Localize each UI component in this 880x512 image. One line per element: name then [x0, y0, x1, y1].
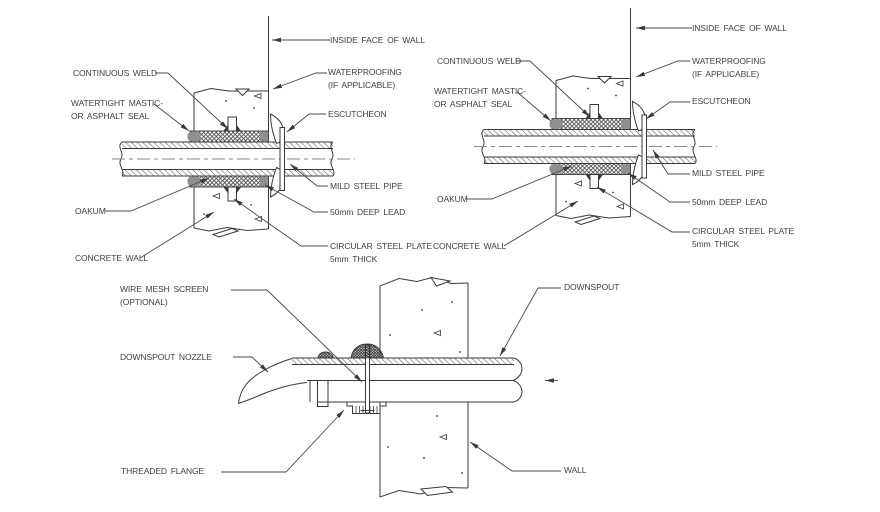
wall-top-break — [379, 276, 469, 287]
leader-wire-mesh-screen — [231, 289, 363, 383]
nozzle-shape — [237, 358, 308, 405]
label-mild-steel-pipe-right: MILD STEEL PIPE — [692, 168, 765, 178]
label-inside-face-right: INSIDE FACE OF WALL — [692, 23, 787, 33]
downspout-hatch-band — [292, 358, 514, 365]
leader-concrete-wall-right — [503, 200, 579, 247]
leader-escutcheon-left — [286, 113, 326, 133]
wall-edges — [379, 283, 469, 497]
leader-waterproofing-left — [272, 72, 327, 90]
leader-oakum-left — [105, 177, 210, 212]
downspout-outline — [292, 357, 514, 403]
leader-continuous-weld-left — [155, 72, 229, 130]
wire-mesh-screen-shape — [350, 343, 385, 359]
label-watertight-mastic-left: WATERTIGHT MASTIC- OR ASPHALT SEAL — [71, 98, 163, 121]
leader-circular-plate-right — [596, 186, 690, 233]
leader-watertight-mastic-left — [153, 103, 190, 132]
aggregate-dot — [459, 351, 461, 353]
aggregate-dot — [421, 309, 423, 311]
leader-mild-steel-pipe-right — [652, 149, 690, 175]
aggregate-dot — [423, 457, 425, 459]
flange-thread-ticks — [355, 406, 378, 414]
aggregate-dot — [436, 415, 438, 417]
threaded-flange-shape — [346, 402, 387, 414]
leader-concrete-wall-left — [139, 211, 215, 259]
leader-circular-plate-left — [233, 198, 328, 247]
collar-ring — [317, 401, 329, 407]
leader-waterproofing-right — [635, 60, 690, 78]
label-oakum-left: OAKUM — [75, 206, 106, 216]
label-waterproofing-left: WATERPROOFING (IF APPLICABLE) — [328, 67, 402, 90]
aggregate-dot — [451, 301, 453, 303]
leader-continuous-weld-right — [516, 60, 591, 118]
downspout-detail — [237, 276, 523, 498]
leader-deep-lead-right — [627, 172, 690, 203]
label-deep-lead-right: 50mm DEEP LEAD — [692, 197, 768, 207]
label-waterproofing-right: WATERPROOFING (IF APPLICABLE) — [692, 56, 766, 79]
label-mild-steel-pipe-left: MILD STEEL PIPE — [330, 181, 403, 191]
label-escutcheon-left: ESCUTCHEON — [328, 109, 387, 119]
leader-watertight-mastic-right — [516, 91, 552, 122]
label-threaded-flange: THREADED FLANGE — [121, 466, 205, 476]
label-oakum-right: OAKUM — [437, 194, 468, 204]
label-escutcheon-right: ESCUTCHEON — [692, 96, 751, 106]
label-wall: WALL — [564, 465, 587, 475]
wall-break-notch — [429, 276, 452, 287]
label-continuous-weld-left: CONTINUOUS WELD — [73, 68, 158, 78]
label-downspout-nozzle: DOWNSPOUT NOZZLE — [120, 352, 212, 362]
aggregate-triangle — [432, 329, 441, 337]
leader-wall — [469, 441, 561, 472]
screen-clamp — [317, 351, 335, 359]
wall-bottom-break — [379, 486, 469, 498]
label-concrete-wall-right: CONCRETE WALL — [433, 241, 507, 251]
leader-downspout-nozzle — [233, 356, 269, 373]
wall-break-slit — [419, 485, 454, 497]
nozzle-collar — [309, 381, 318, 402]
leader-downspout — [499, 287, 561, 357]
aggregate-dot — [461, 472, 463, 474]
label-continuous-weld-right: CONTINUOUS WELD — [437, 56, 522, 66]
aggregate-dot — [389, 334, 391, 336]
aggregate-dot — [387, 446, 389, 448]
downspout-break-right — [512, 357, 523, 403]
label-circular-plate-left: CIRCULAR STEEL PLATE 5mm THICK — [330, 241, 433, 264]
label-wire-mesh-screen: WIRE MESH SCREEN (OPTIONAL) — [120, 284, 209, 307]
label-deep-lead-left: 50mm DEEP LEAD — [330, 207, 406, 217]
label-circular-plate-right: CIRCULAR STEEL PLATE 5mm THICK — [692, 226, 795, 249]
aggregate-triangle — [438, 433, 447, 441]
leader-mild-steel-pipe-left — [289, 163, 328, 187]
label-inside-face-left: INSIDE FACE OF WALL — [330, 35, 425, 45]
label-watertight-mastic-right: WATERTIGHT MASTIC- OR ASPHALT SEAL — [434, 86, 526, 109]
leader-deep-lead-left — [264, 184, 328, 213]
leader-oakum-right — [466, 165, 573, 200]
label-downspout: DOWNSPOUT — [564, 282, 620, 292]
leader-threaded-flange — [221, 409, 345, 473]
label-concrete-wall-left: CONCRETE WALL — [75, 253, 149, 263]
leader-escutcheon-right — [645, 101, 690, 120]
